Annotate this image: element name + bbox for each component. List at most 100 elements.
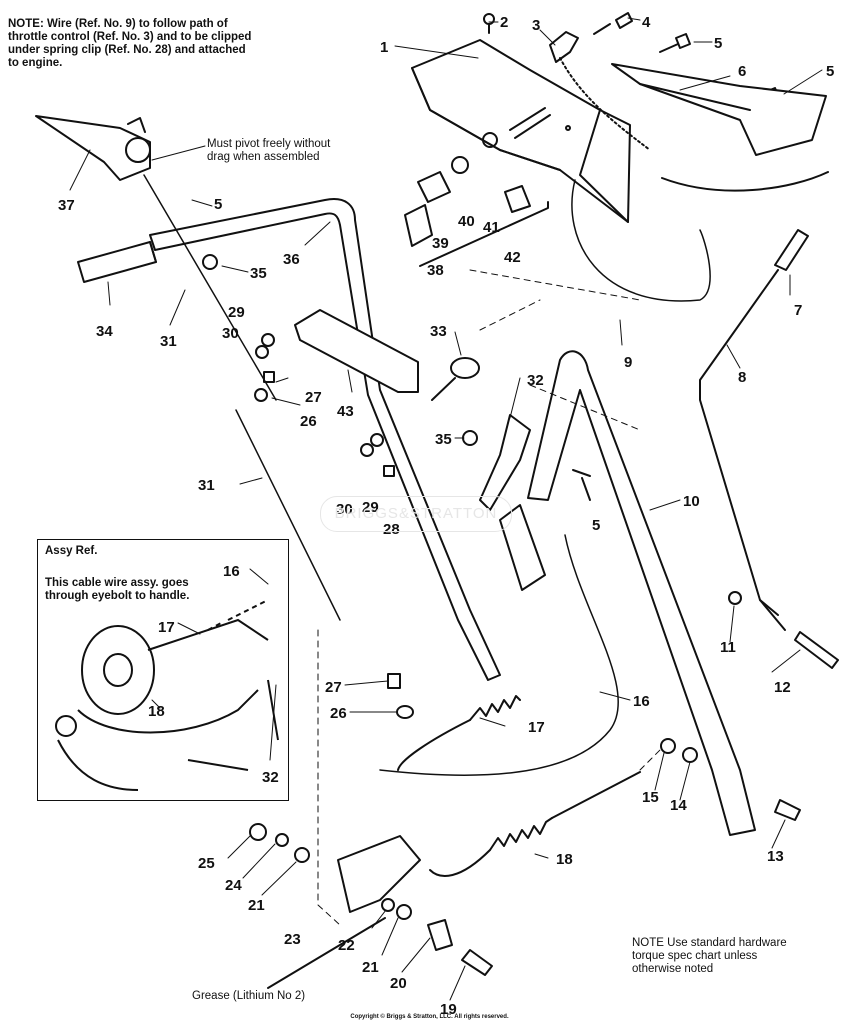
callout-28: 28 bbox=[383, 521, 400, 538]
callout-26: 26 bbox=[300, 413, 317, 430]
callout-38: 38 bbox=[427, 262, 444, 279]
spring-17 bbox=[397, 695, 521, 771]
callout-24: 24 bbox=[225, 877, 242, 894]
rod-7-8 bbox=[699, 229, 809, 631]
eyebolt-33 bbox=[431, 357, 480, 401]
callout-4: 4 bbox=[642, 14, 651, 31]
hardware-note-line-3: otherwise noted bbox=[632, 963, 714, 975]
callout-29: 29 bbox=[228, 304, 245, 321]
callout-25: 25 bbox=[198, 855, 215, 872]
callout-17: 17 bbox=[158, 619, 175, 636]
bolt-4 bbox=[593, 12, 633, 35]
callout-29: 29 bbox=[362, 499, 379, 516]
top-note: NOTE: Wire (Ref. No. 9) to follow path o… bbox=[8, 18, 318, 70]
callout-5: 5 bbox=[214, 196, 222, 213]
inset-text-line-2: through eyebolt to handle. bbox=[45, 590, 190, 602]
top-note-line-4: to engine. bbox=[8, 57, 63, 69]
wire-9 bbox=[571, 179, 711, 302]
callout-34: 34 bbox=[96, 323, 113, 340]
top-note-line-3: under spring clip (Ref. No. 28) and atta… bbox=[8, 44, 246, 56]
callout-32: 32 bbox=[527, 372, 544, 389]
hardware-cluster bbox=[404, 156, 549, 267]
handle-10 bbox=[527, 350, 756, 836]
grease-label: Grease (Lithium No 2) bbox=[192, 990, 306, 1002]
callout-9: 9 bbox=[624, 354, 632, 371]
callout-18: 18 bbox=[148, 703, 165, 720]
callout-1: 1 bbox=[380, 39, 388, 56]
copyright-text: Copyright © Briggs & Stratton, LLC. All … bbox=[350, 1014, 509, 1020]
callout-20: 20 bbox=[390, 975, 407, 992]
lever-37 bbox=[35, 115, 151, 181]
plate-23 bbox=[337, 835, 421, 913]
callout-19: 19 bbox=[440, 1001, 457, 1018]
screw-2 bbox=[483, 13, 495, 34]
callout-14: 14 bbox=[670, 797, 687, 814]
callout-30: 30 bbox=[222, 325, 239, 342]
hardware-note-line-1: NOTE Use standard hardware bbox=[632, 937, 787, 949]
assembly-reference-inset: Assy Ref. This cable wire assy. goes thr… bbox=[37, 539, 289, 801]
hardware-note: NOTE Use standard hardware torque spec c… bbox=[632, 937, 842, 976]
callout-35: 35 bbox=[435, 431, 452, 448]
callout-12: 12 bbox=[774, 679, 791, 696]
callout-5: 5 bbox=[592, 517, 600, 534]
callout-23: 23 bbox=[284, 931, 301, 948]
hardware-right bbox=[660, 591, 839, 821]
callout-41: 41 bbox=[483, 219, 500, 236]
callout-33: 33 bbox=[430, 323, 447, 340]
control-bracket-housing bbox=[411, 39, 631, 223]
grease-leader bbox=[267, 917, 386, 989]
callout-2: 2 bbox=[500, 14, 508, 31]
callout-15: 15 bbox=[642, 789, 659, 806]
callout-26: 26 bbox=[330, 705, 347, 722]
callout-21: 21 bbox=[248, 897, 265, 914]
callout-22: 22 bbox=[338, 937, 355, 954]
throttle-control bbox=[549, 31, 651, 151]
callout-31: 31 bbox=[198, 477, 215, 494]
lever-32 bbox=[479, 414, 531, 511]
small-hardware-center bbox=[387, 673, 414, 719]
callout-7: 7 bbox=[794, 302, 802, 319]
cable-16 bbox=[379, 534, 620, 776]
assembly-dashed-lines bbox=[317, 269, 661, 926]
nut-35-mid bbox=[462, 430, 478, 446]
nut-35 bbox=[202, 254, 218, 270]
washers-upper bbox=[249, 823, 310, 863]
callout-18: 18 bbox=[556, 851, 573, 868]
handle-36 bbox=[149, 198, 501, 681]
callout-43: 43 bbox=[337, 403, 354, 420]
pivot-note: Must pivot freely without drag when asse… bbox=[207, 138, 377, 164]
callout-27: 27 bbox=[325, 679, 342, 696]
hardware-bottom bbox=[381, 898, 493, 976]
callout-36: 36 bbox=[283, 251, 300, 268]
callout-32: 32 bbox=[262, 769, 279, 786]
callout-35: 35 bbox=[250, 265, 267, 282]
callout-13: 13 bbox=[767, 848, 784, 865]
inset-engine-drawing bbox=[55, 599, 279, 791]
callout-16: 16 bbox=[633, 693, 650, 710]
inset-title: Assy Ref. bbox=[45, 545, 98, 557]
callout-5: 5 bbox=[826, 63, 834, 80]
small-hardware-left bbox=[254, 333, 395, 477]
bolt-5-upper bbox=[659, 33, 691, 53]
callout-21: 21 bbox=[362, 959, 379, 976]
callout-16: 16 bbox=[223, 563, 240, 580]
callout-40: 40 bbox=[458, 213, 475, 230]
top-note-line-1: NOTE: Wire (Ref. No. 9) to follow path o… bbox=[8, 18, 228, 30]
callout-31: 31 bbox=[160, 333, 177, 350]
rod-31-upper bbox=[143, 174, 277, 401]
watermark: BRIGGS&STRATTON bbox=[320, 496, 512, 532]
inset-text: This cable wire assy. goes through eyebo… bbox=[45, 577, 285, 603]
bracket-43 bbox=[294, 309, 419, 393]
callout-8: 8 bbox=[738, 369, 746, 386]
grip-10 bbox=[499, 504, 546, 591]
callout-37: 37 bbox=[58, 197, 75, 214]
cable-end bbox=[661, 171, 829, 192]
callout-42: 42 bbox=[504, 249, 521, 266]
callout-11: 11 bbox=[720, 639, 736, 656]
inset-text-line-1: This cable wire assy. goes bbox=[45, 577, 189, 589]
pivot-note-line-1: Must pivot freely without bbox=[207, 138, 331, 150]
callout-6: 6 bbox=[738, 63, 746, 80]
rod-31-lower bbox=[235, 409, 341, 621]
grip-34 bbox=[77, 241, 157, 283]
pivot-note-line-2: drag when assembled bbox=[207, 151, 320, 163]
